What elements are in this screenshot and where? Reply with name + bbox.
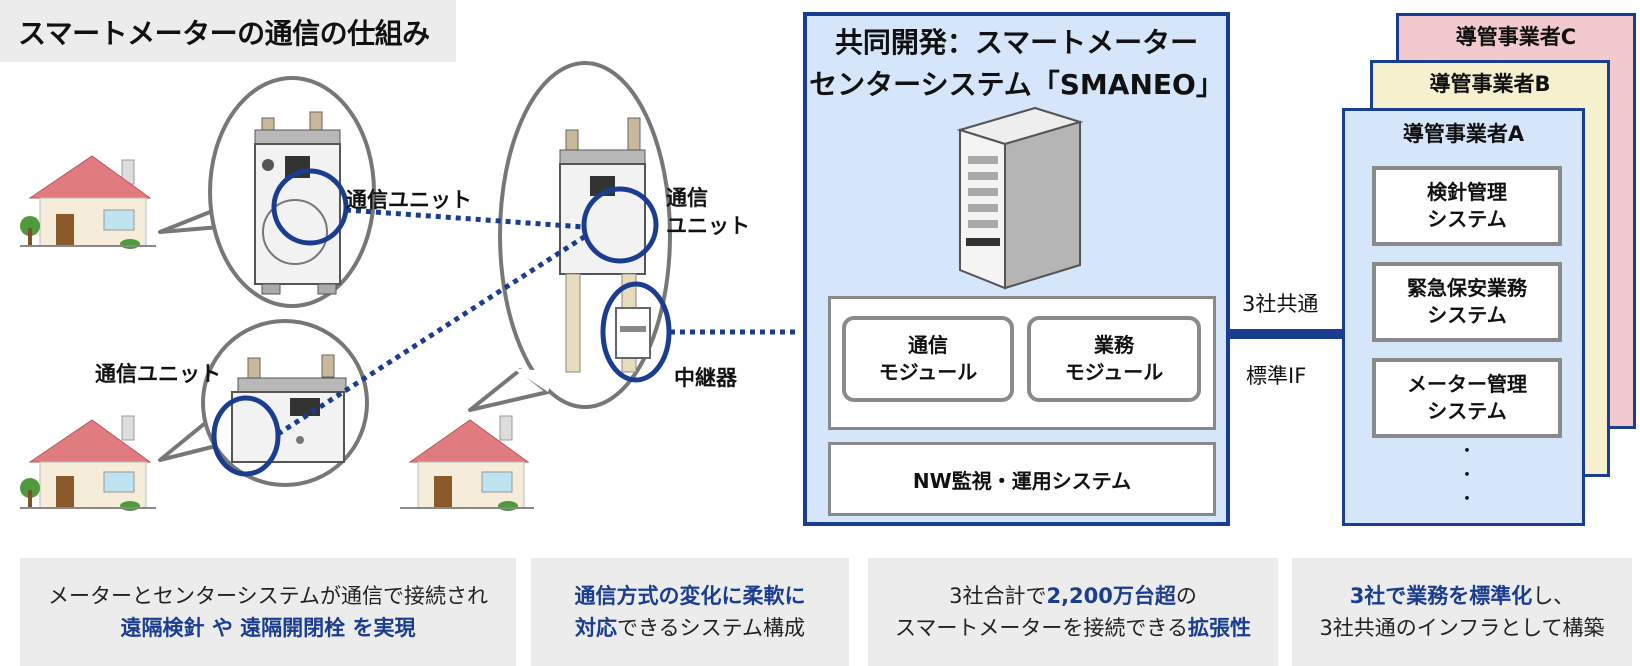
summary-panel-2: 通信方式の変化に柔軟に 対応できるシステム構成 xyxy=(531,558,849,666)
comm-unit-label: ユニット xyxy=(666,214,750,238)
server-icon xyxy=(956,106,1084,290)
comm-unit-label: 通信 xyxy=(666,186,708,210)
relay-label: 中継器 xyxy=(674,366,737,390)
ellipsis-dot: ・ xyxy=(1458,441,1476,462)
title-background xyxy=(0,0,456,62)
company-b-title: 導管事業者B xyxy=(1429,72,1551,96)
house-icon xyxy=(400,415,534,511)
system-line2: システム xyxy=(1427,207,1507,231)
ellipsis-dot: ・ xyxy=(1458,465,1476,486)
summary-highlight: 2,200万台超 xyxy=(1046,584,1176,608)
comm-unit-highlight xyxy=(211,395,281,477)
center-title-line2: センターシステム「SMANEO」 xyxy=(809,68,1224,101)
house-icon xyxy=(20,155,156,249)
summary-text: 3社共通のインフラとして構築 xyxy=(1319,616,1605,640)
business-module-box: 業務 モジュール xyxy=(1027,316,1201,402)
summary-text: し、 xyxy=(1532,584,1575,608)
business-module-line2: モジュール xyxy=(1064,360,1164,384)
summary-highlight: 遠隔検針 や 遠隔開閉栓 を実現 xyxy=(120,616,416,640)
summary-panel-3: 3社合計で2,200万台超の スマートメーターを接続できる拡張性 xyxy=(868,558,1278,666)
summary-text: の xyxy=(1175,584,1197,608)
system-line1: メーター管理 xyxy=(1407,372,1527,396)
comm-module-box: 通信 モジュール xyxy=(842,316,1014,402)
summary-text: スマートメーターを接続できる xyxy=(895,616,1188,640)
company-a-title: 導管事業者A xyxy=(1402,122,1525,146)
page-title: スマートメーターの通信の仕組み xyxy=(18,17,430,50)
ellipsis-dots: ・ ・ ・ xyxy=(1458,440,1476,512)
emergency-security-system-box: 緊急保安業務 システム xyxy=(1372,262,1562,342)
summary-text: メーターとセンターシステムが通信で接続され xyxy=(48,584,488,608)
comm-unit-label: 通信ユニット xyxy=(95,362,221,386)
summary-highlight: 3社で業務を標準化 xyxy=(1349,584,1533,608)
summary-highlight: 拡張性 xyxy=(1187,616,1251,640)
center-system-title: 共同開発：スマートメーター センターシステム「SMANEO」 xyxy=(803,22,1230,106)
comm-module-line1: 通信 xyxy=(908,333,948,357)
standard-if-link xyxy=(1230,329,1342,339)
nw-system-box: NW監視・運用システム xyxy=(828,442,1216,516)
system-line2: システム xyxy=(1427,303,1507,327)
comm-link xyxy=(276,234,586,437)
relay-meter-icon xyxy=(559,117,651,373)
center-title-line1: 共同開発：スマートメーター xyxy=(834,26,1199,59)
system-line2: システム xyxy=(1427,399,1507,423)
summary-panel-4: 3社で業務を標準化し、 3社共通のインフラとして構築 xyxy=(1292,558,1632,666)
comm-unit-highlight xyxy=(271,168,349,246)
comm-module-line2: モジュール xyxy=(878,360,978,384)
link-label-bottom: 標準IF xyxy=(1246,364,1307,388)
house-icon xyxy=(20,415,156,511)
summary-text: できるシステム構成 xyxy=(617,616,805,640)
summary-highlight: 通信方式の変化に柔軟に xyxy=(574,584,806,608)
meter-management-system-box: メーター管理 システム xyxy=(1372,358,1562,438)
gas-meter-icon xyxy=(254,111,341,295)
relay-highlight xyxy=(600,281,672,383)
comm-unit-highlight xyxy=(581,186,659,264)
summary-text: 3社合計で xyxy=(949,584,1047,608)
meter-reading-system-box: 検針管理 システム xyxy=(1372,166,1562,246)
summary-highlight: 対応 xyxy=(575,616,618,640)
system-line1: 検針管理 xyxy=(1427,180,1507,204)
meter-network-illustration xyxy=(20,61,800,511)
comm-unit-label: 通信ユニット xyxy=(346,188,472,212)
summary-panel-1: メーターとセンターシステムが通信で接続され 遠隔検針 や 遠隔開閉栓 を実現 xyxy=(20,558,516,666)
ellipsis-dot: ・ xyxy=(1458,489,1476,510)
company-c-title: 導管事業者C xyxy=(1455,25,1577,49)
system-line1: 緊急保安業務 xyxy=(1407,276,1527,300)
link-label-top: 3社共通 xyxy=(1242,292,1319,316)
business-module-line1: 業務 xyxy=(1094,333,1134,357)
